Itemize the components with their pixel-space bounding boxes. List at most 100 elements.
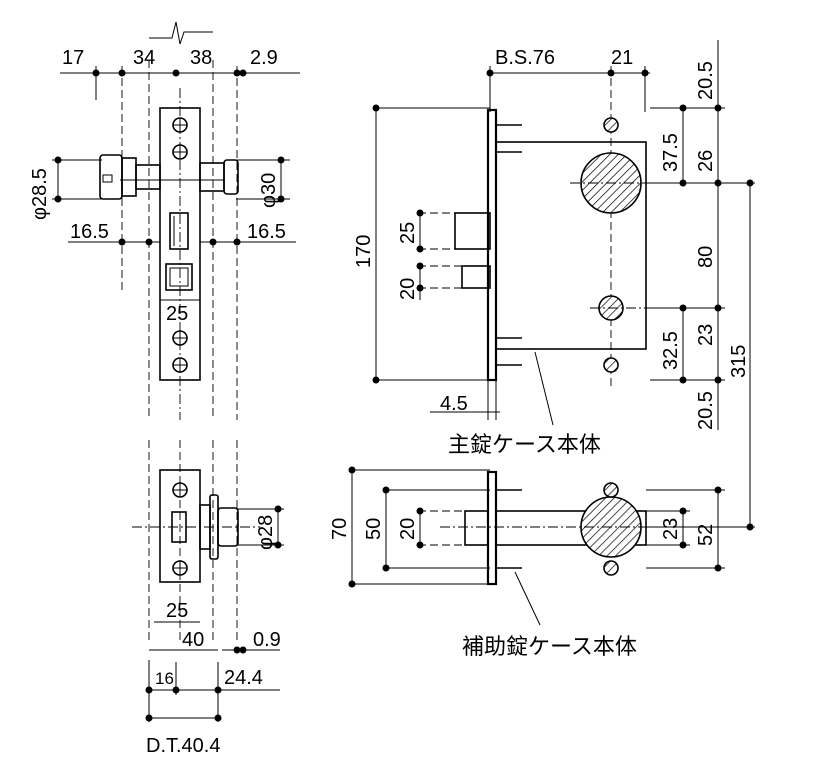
dim-dot — [607, 69, 615, 77]
door-thickness: D.T.40.4 — [146, 735, 220, 757]
aux-front-view: φ28 25 40 0.9 16 24.4 D.T.40.4 — [132, 440, 284, 757]
dim-dot — [239, 69, 247, 77]
screw-icon — [172, 357, 188, 373]
aux-case-bolt — [464, 510, 489, 546]
thumbturn-knob — [217, 507, 239, 547]
dim-20-case: 20 — [397, 278, 419, 300]
right-dimensions: 20.5 37.5 26 80 32.5 23 20.5 315 — [650, 40, 755, 531]
dim-dot — [416, 284, 424, 292]
dim-37-5: 37.5 — [660, 133, 682, 172]
aux-case-view: 70 50 20 23 52 補助錠ケース本体 — [329, 466, 755, 660]
dim-dot — [172, 69, 180, 77]
dim-dot — [679, 541, 687, 549]
latch — [169, 212, 189, 250]
dim-40: 40 — [182, 629, 204, 651]
dim-2-9: 2.9 — [250, 47, 278, 69]
dim-dia-28: φ28 — [255, 515, 277, 550]
backset: B.S.76 — [495, 47, 555, 69]
dim-dia-28-5: φ28.5 — [29, 168, 51, 220]
screw-icon — [172, 482, 188, 498]
dim-dot — [274, 505, 282, 513]
dim-dot — [348, 466, 356, 474]
deadbolt — [165, 263, 193, 291]
dim-23-right: 23 — [695, 324, 717, 346]
dim-dot — [277, 156, 285, 164]
case-body — [495, 141, 647, 350]
dim-dot — [214, 686, 222, 694]
keyhole-icon — [102, 174, 113, 183]
dim-dot — [486, 69, 494, 77]
dim-25-case: 25 — [397, 222, 419, 244]
dim-dot — [679, 179, 687, 187]
dim-16-5-right: 16.5 — [247, 221, 286, 243]
screw-icon — [172, 117, 188, 133]
dim-170: 170 — [353, 235, 375, 268]
dim-315: 315 — [728, 345, 750, 378]
screw-icon — [172, 330, 188, 346]
dim-dot — [714, 486, 722, 494]
dim-50: 50 — [363, 518, 385, 540]
dim-dot — [416, 262, 424, 270]
dim-dot — [416, 507, 424, 515]
screw-hole-hatched — [603, 357, 619, 373]
dim-dot — [679, 104, 687, 112]
main-case-view: B.S.76 21 170 25 20 — [353, 47, 650, 458]
dim-21: 21 — [611, 47, 633, 69]
aux-case-faceplate — [486, 470, 498, 586]
dim-dot — [382, 564, 390, 572]
screw-hole-hatched — [603, 482, 619, 498]
dim-38: 38 — [190, 47, 212, 69]
dim-dot — [382, 486, 390, 494]
screw-icon — [172, 144, 188, 160]
dim-dot — [416, 209, 424, 217]
dim-26: 26 — [695, 150, 717, 172]
dim-dot — [145, 238, 153, 246]
dim-52: 52 — [695, 524, 717, 546]
dim-dot — [416, 245, 424, 253]
dim-24-4: 24.4 — [224, 667, 263, 689]
dim-dot — [233, 646, 241, 654]
dim-80: 80 — [695, 246, 717, 268]
dim-dot — [372, 104, 380, 112]
dim-dot — [372, 376, 380, 384]
dim-dot — [679, 304, 687, 312]
screw-hole-hatched — [603, 117, 619, 133]
aux-case-caption: 補助錠ケース本体 — [462, 635, 637, 660]
dim-17: 17 — [62, 47, 84, 69]
dim-25-latch: 25 — [166, 303, 188, 325]
break-mark — [149, 21, 213, 45]
main-case-caption: 主錠ケース本体 — [448, 433, 601, 458]
dim-25-aux: 25 — [166, 600, 188, 622]
dim-dot — [679, 507, 687, 515]
case-latch — [454, 212, 491, 250]
dim-0-9: 0.9 — [253, 629, 281, 651]
dim-16-5-left: 16.5 — [70, 221, 109, 243]
dim-dot — [416, 541, 424, 549]
screw-icon — [172, 560, 188, 576]
dim-dot — [641, 69, 649, 77]
dim-dot — [274, 541, 282, 549]
left-rose — [121, 157, 137, 197]
leader-line — [534, 351, 554, 426]
left-spindle — [135, 164, 161, 190]
screw-hole-hatched — [603, 560, 619, 576]
dim-dot — [239, 646, 247, 654]
dim-20-5-bottom: 20.5 — [695, 391, 717, 430]
dim-dot — [348, 580, 356, 588]
dim-dot — [746, 179, 754, 187]
dim-dot — [714, 564, 722, 572]
right-knob — [223, 159, 239, 195]
dim-dot — [145, 714, 153, 722]
dim-32-5: 32.5 — [660, 331, 682, 370]
dim-dot — [714, 179, 722, 187]
dim-dot — [172, 686, 180, 694]
dim-dot — [145, 686, 153, 694]
dim-dot — [118, 238, 126, 246]
dim-dot — [233, 238, 241, 246]
dim-dot — [714, 304, 722, 312]
case-deadbolt — [461, 265, 491, 289]
dim-dot — [679, 376, 687, 384]
dim-dot — [714, 376, 722, 384]
dim-dot — [714, 104, 722, 112]
